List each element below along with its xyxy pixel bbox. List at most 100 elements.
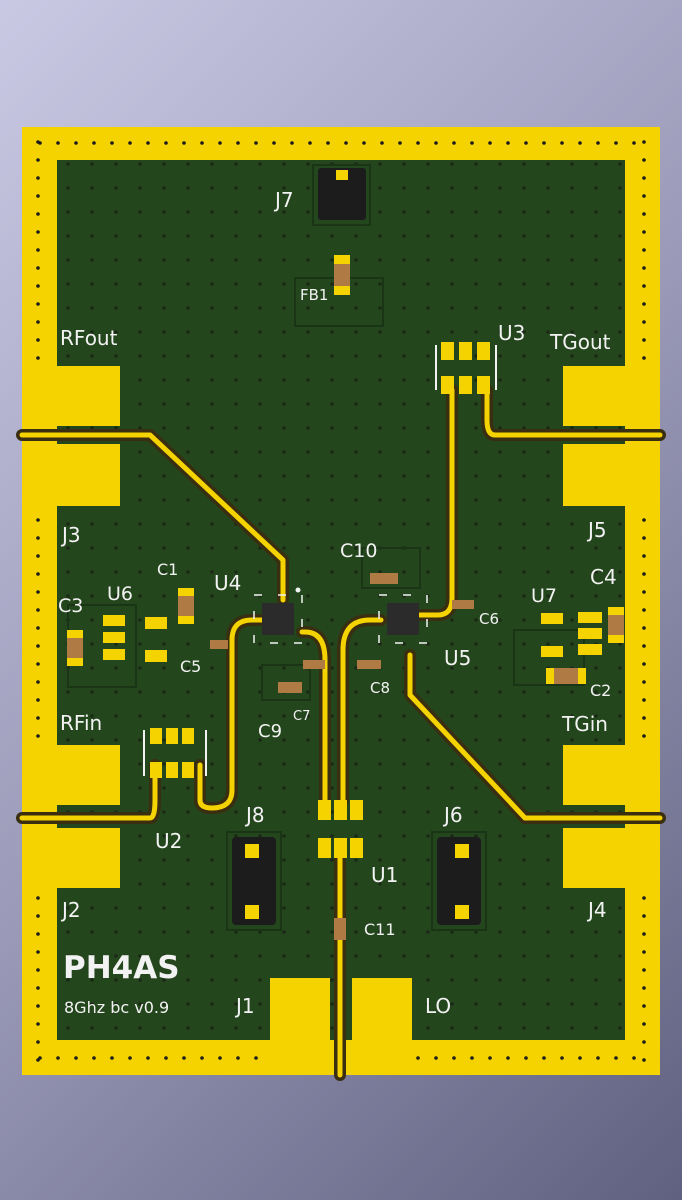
via-dot bbox=[36, 338, 40, 342]
via-dot bbox=[488, 141, 492, 145]
u1-pad bbox=[334, 800, 347, 820]
via-dot bbox=[642, 716, 646, 720]
via-dot bbox=[290, 141, 294, 145]
label-c5: C5 bbox=[180, 657, 201, 676]
via-dot bbox=[642, 590, 646, 594]
c10-outline bbox=[361, 547, 421, 589]
u2-component bbox=[143, 728, 207, 778]
via-dot bbox=[36, 932, 40, 936]
label-j7: J7 bbox=[273, 188, 294, 212]
via-dot bbox=[146, 141, 150, 145]
via-dot bbox=[398, 141, 402, 145]
board-title: PH4AS bbox=[63, 950, 180, 986]
via-dot bbox=[596, 1056, 600, 1060]
pad-j4 bbox=[563, 828, 660, 888]
via-dot bbox=[36, 968, 40, 972]
u1-component bbox=[318, 800, 363, 940]
via-dot bbox=[488, 1056, 492, 1060]
via-dot bbox=[74, 141, 78, 145]
via-dot bbox=[632, 1056, 636, 1060]
u5-silk bbox=[378, 594, 428, 644]
fb1-body bbox=[334, 255, 350, 295]
label-c2: C2 bbox=[590, 681, 611, 700]
via-dot bbox=[36, 536, 40, 540]
j6-pin bbox=[455, 905, 469, 919]
via-dot bbox=[36, 716, 40, 720]
j8-header bbox=[226, 831, 282, 931]
u7-pad bbox=[578, 612, 602, 623]
via-dot bbox=[36, 158, 40, 162]
label-j5: J5 bbox=[586, 518, 607, 542]
c4-end bbox=[608, 607, 624, 615]
label-c11: C11 bbox=[364, 920, 396, 939]
c3-end bbox=[67, 630, 83, 638]
label-rfout: RFout bbox=[60, 326, 118, 350]
u1-pad bbox=[350, 838, 363, 858]
via-dot bbox=[560, 141, 564, 145]
label-c1: C1 bbox=[157, 560, 178, 579]
u1-pad bbox=[318, 838, 331, 858]
via-dot bbox=[36, 680, 40, 684]
label-j2: J2 bbox=[60, 898, 81, 922]
via-dot bbox=[642, 914, 646, 918]
via-dot bbox=[36, 608, 40, 612]
via-dot bbox=[36, 320, 40, 324]
via-dot bbox=[36, 1022, 40, 1026]
u3-pad-3 bbox=[477, 342, 490, 360]
via-dot bbox=[642, 1040, 646, 1044]
pad-j2 bbox=[22, 828, 120, 888]
via-dot bbox=[642, 320, 646, 324]
via-dot bbox=[200, 141, 204, 145]
u3-pad-2 bbox=[459, 342, 472, 360]
via-dot bbox=[182, 141, 186, 145]
u7-outline bbox=[513, 629, 585, 686]
label-lo: LO bbox=[425, 994, 451, 1018]
label-tgout: TGout bbox=[549, 330, 611, 354]
label-u5: U5 bbox=[444, 646, 471, 670]
via-dot bbox=[362, 141, 366, 145]
via-dot bbox=[36, 698, 40, 702]
u4-pin1-dot bbox=[295, 587, 301, 593]
c4-end bbox=[608, 635, 624, 643]
via-dot bbox=[642, 338, 646, 342]
u1-pad bbox=[334, 838, 347, 858]
via-dot bbox=[74, 1056, 78, 1060]
u2-pad bbox=[150, 762, 162, 778]
via-dot bbox=[36, 284, 40, 288]
u1-pad bbox=[318, 800, 331, 820]
via-dot bbox=[254, 141, 258, 145]
via-dot bbox=[642, 518, 646, 522]
via-dot bbox=[614, 1056, 618, 1060]
via-dot bbox=[452, 1056, 456, 1060]
j6-body bbox=[437, 837, 481, 925]
via-dot bbox=[128, 141, 132, 145]
via-dot bbox=[416, 1056, 420, 1060]
via-dot bbox=[36, 950, 40, 954]
via-dot bbox=[642, 356, 646, 360]
label-c7: C7 bbox=[293, 709, 310, 724]
c1-end bbox=[178, 616, 194, 624]
silkscreen-labels: J7 FB1 RFout U3 TGout J3 J5 C10 C1 U4 C4… bbox=[58, 188, 617, 1018]
via-dot bbox=[36, 986, 40, 990]
label-rfin: RFin bbox=[60, 711, 102, 735]
j7-pin bbox=[336, 170, 348, 180]
c5-body bbox=[210, 640, 228, 649]
u3-component bbox=[435, 342, 497, 394]
via-dot bbox=[506, 141, 510, 145]
via-dot bbox=[524, 1056, 528, 1060]
via-dot bbox=[452, 141, 456, 145]
via-dot bbox=[470, 1056, 474, 1060]
label-tgin: TGin bbox=[561, 712, 608, 736]
via-dot bbox=[36, 914, 40, 918]
via-dot bbox=[272, 141, 276, 145]
fb1-end-bottom bbox=[334, 286, 350, 295]
via-dot bbox=[642, 536, 646, 540]
via-dot bbox=[642, 644, 646, 648]
label-j1: J1 bbox=[234, 994, 255, 1018]
u2-pad bbox=[166, 728, 178, 744]
via-dot bbox=[36, 302, 40, 306]
via-dot bbox=[36, 554, 40, 558]
label-c10: C10 bbox=[340, 540, 377, 562]
u7-pad bbox=[541, 646, 563, 657]
c9-body bbox=[278, 682, 302, 693]
